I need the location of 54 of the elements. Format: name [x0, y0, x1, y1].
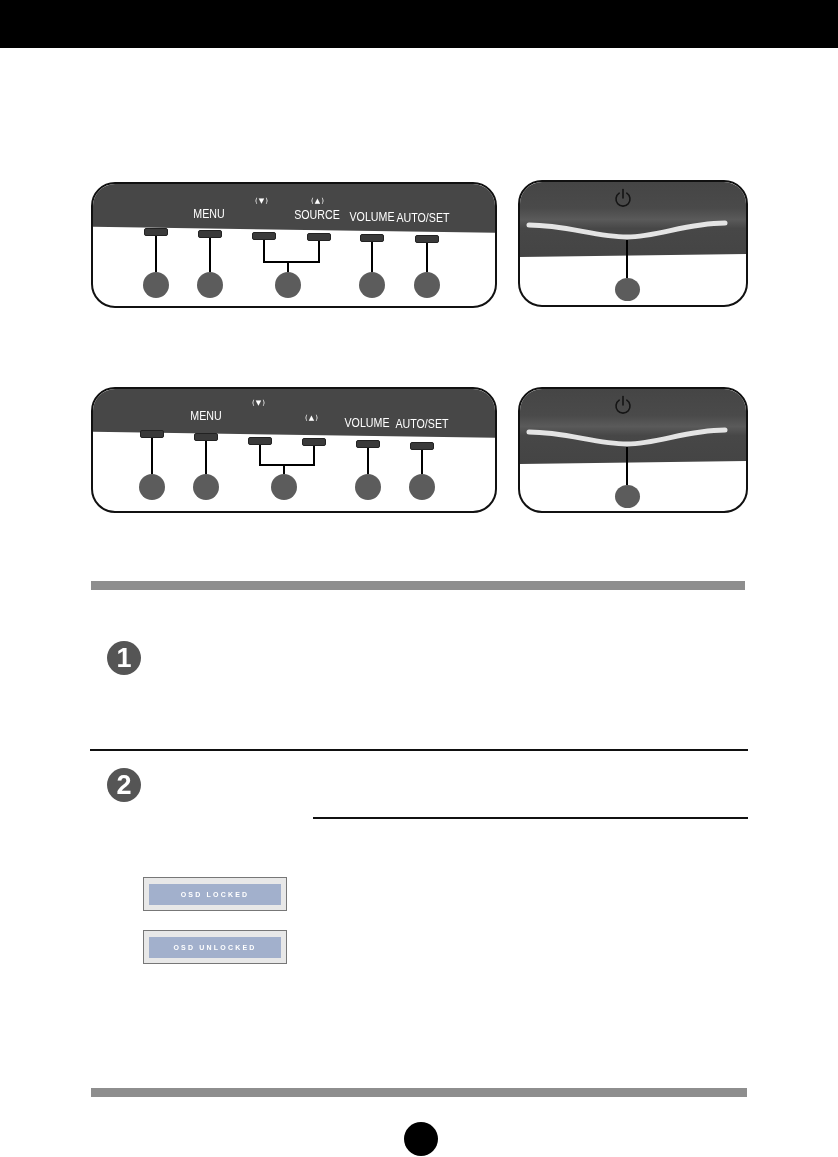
leader-line	[151, 437, 153, 475]
step-number: 1	[107, 641, 141, 675]
callout-circle	[197, 272, 223, 298]
osd-message-frame	[143, 930, 287, 964]
panel-key	[140, 430, 164, 438]
callout-circle	[355, 474, 381, 500]
control-label: VOLUME	[349, 209, 395, 224]
leader-line	[155, 235, 157, 273]
panel-key	[252, 232, 276, 240]
control-label: MENU	[190, 408, 222, 423]
callout-circle	[414, 272, 440, 298]
callout-circle	[271, 474, 297, 500]
power-panel	[518, 180, 748, 307]
panel-key	[144, 228, 168, 236]
panel-key	[410, 442, 434, 450]
leader-line	[367, 447, 369, 475]
control-panel	[91, 182, 497, 308]
callout-circle	[615, 485, 640, 508]
power-light-strip	[526, 427, 728, 447]
control-label: SOURCE	[294, 207, 340, 222]
panel-key	[302, 438, 326, 446]
callout-circle	[139, 474, 165, 500]
panel-key	[194, 433, 218, 441]
control-panel	[91, 387, 497, 513]
control-label: MENU	[193, 206, 225, 221]
osd-message-frame	[143, 877, 287, 911]
leader-line	[626, 239, 628, 279]
panel-key	[198, 230, 222, 238]
callout-circle	[615, 278, 640, 301]
page-number-circle	[404, 1122, 438, 1156]
panel-key	[307, 233, 331, 241]
leader-line	[426, 242, 428, 273]
leader-line	[283, 445, 315, 475]
power-light-strip	[526, 220, 728, 240]
panel-key	[415, 235, 439, 243]
callout-circle	[275, 272, 301, 298]
leader-line	[371, 241, 373, 273]
leader-line	[287, 240, 320, 273]
control-label: AUTO/SET	[395, 416, 449, 431]
leader-line	[421, 449, 423, 475]
callout-circle	[143, 272, 169, 298]
leader-line	[626, 446, 628, 486]
control-label: VOLUME	[344, 415, 390, 430]
callout-circle	[193, 474, 219, 500]
panel-key	[248, 437, 272, 445]
leader-line	[209, 237, 211, 273]
panel-key	[360, 234, 384, 242]
step-number: 2	[107, 768, 141, 802]
leader-line	[205, 440, 207, 475]
control-label: AUTO/SET	[396, 210, 450, 225]
power-panel	[518, 387, 748, 513]
callout-circle	[409, 474, 435, 500]
panel-key	[356, 440, 380, 448]
callout-circle	[359, 272, 385, 298]
